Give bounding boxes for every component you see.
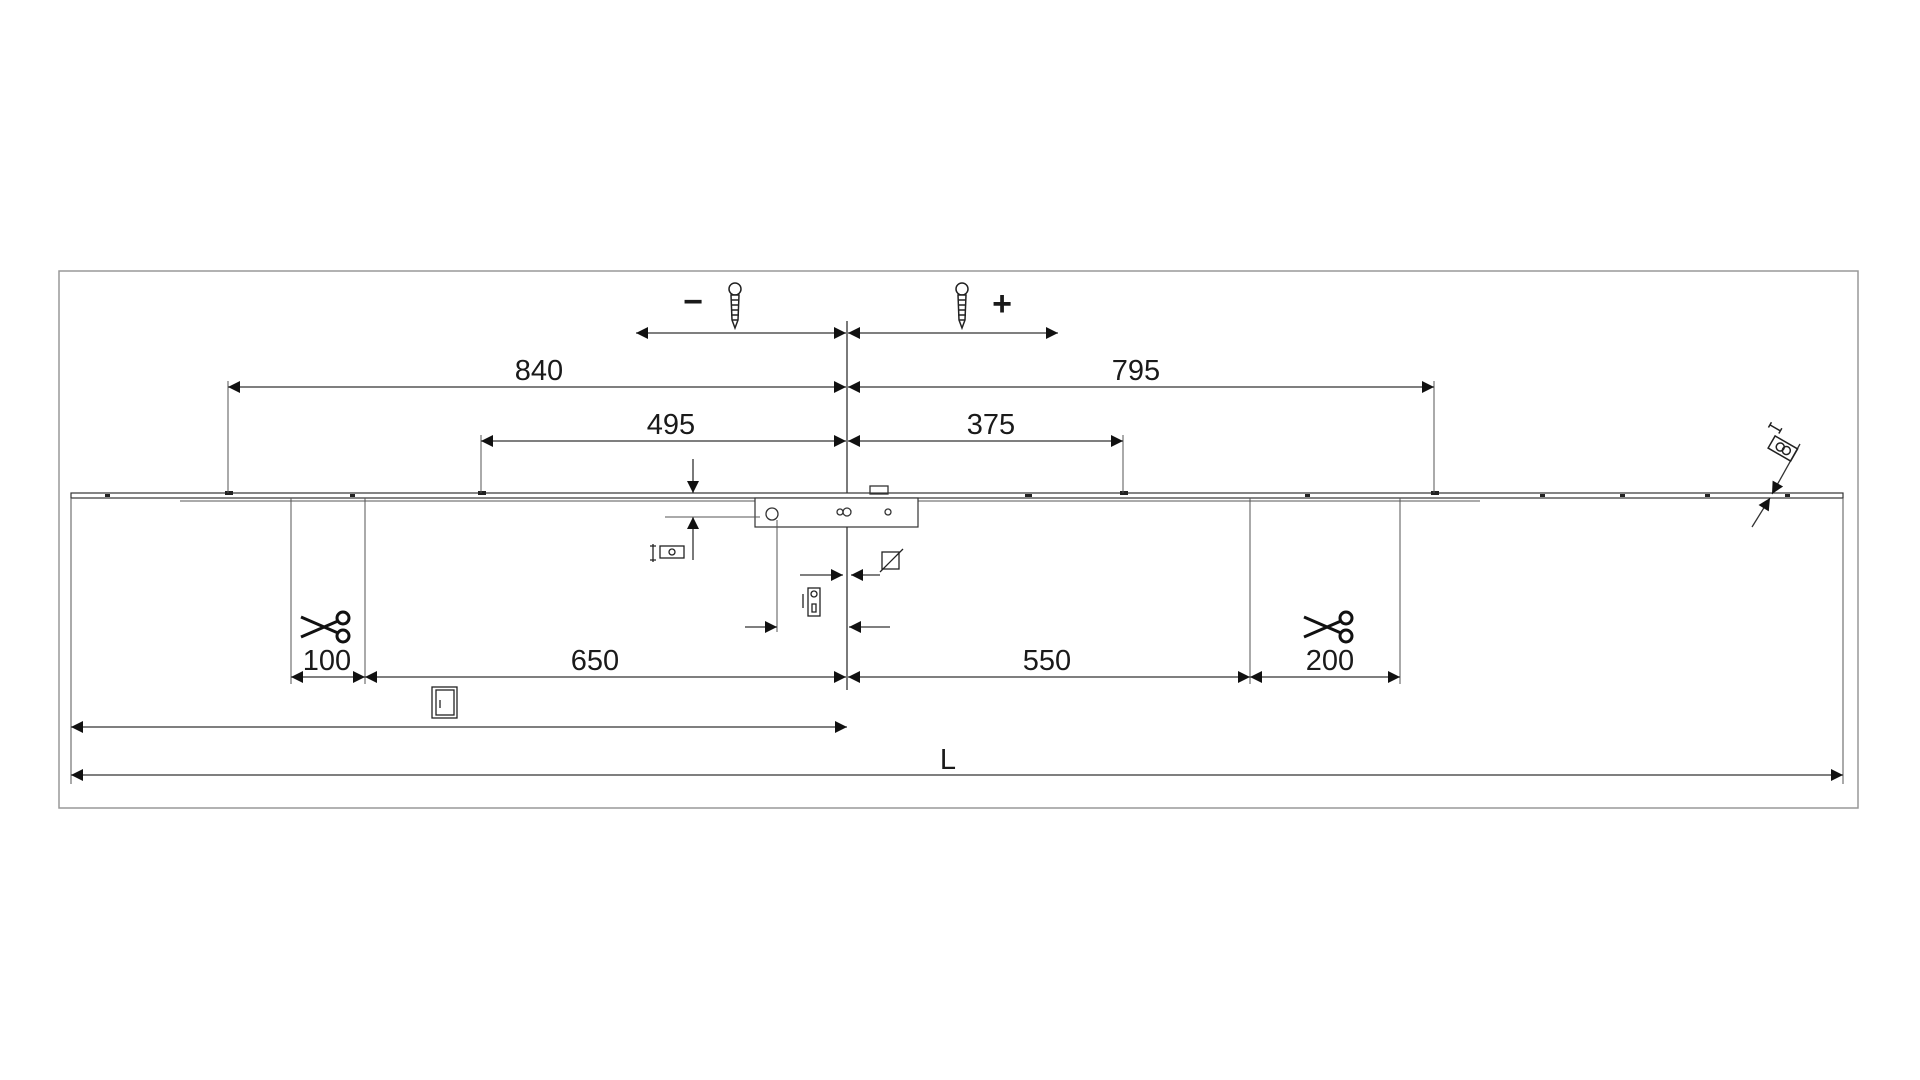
backset-icon	[650, 544, 685, 562]
dim-100: 100	[303, 645, 351, 677]
screw-icon	[955, 282, 969, 331]
adjust-plus-label: +	[992, 285, 1012, 323]
dim-840: 840	[515, 355, 563, 387]
square-spindle-icon	[879, 548, 904, 573]
door-icon	[431, 686, 458, 719]
tilt-icon	[1767, 421, 1799, 463]
dim-200: 200	[1306, 645, 1354, 677]
screw-icon	[728, 282, 742, 331]
espagnolette-bar	[70, 485, 1844, 528]
dim-550: 550	[1023, 645, 1071, 677]
dim-650: 650	[571, 645, 619, 677]
extension-lines	[70, 381, 1844, 784]
scissors-icon	[300, 610, 351, 644]
dim-795: 795	[1112, 355, 1160, 387]
adjust-minus-label: −	[683, 283, 703, 321]
dim-total-L: L	[940, 744, 956, 776]
scissors-icon	[1303, 610, 1354, 644]
dim-375: 375	[967, 409, 1015, 441]
drawing-frame	[58, 270, 1859, 809]
dim-495: 495	[647, 409, 695, 441]
dimension-lines	[71, 327, 1843, 781]
keeper-icon	[802, 587, 821, 617]
